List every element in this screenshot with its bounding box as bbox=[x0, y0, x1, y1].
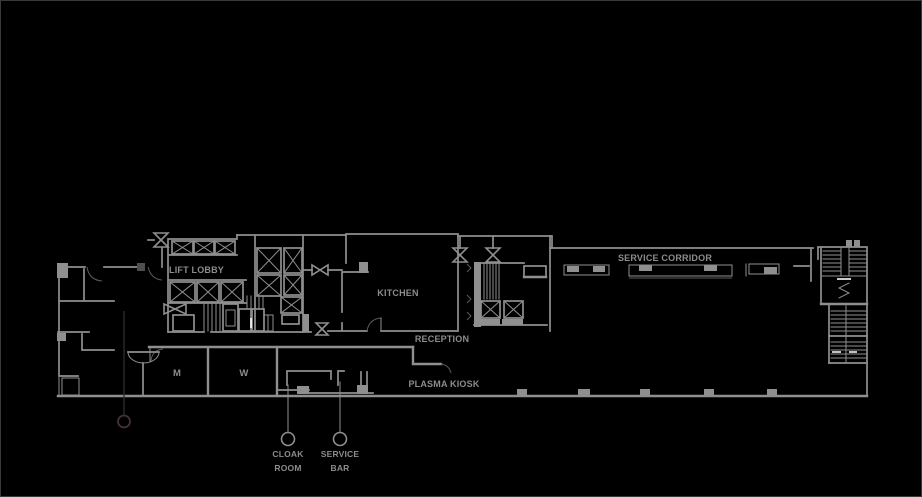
plasma-kiosk-label: PLASMA KIOSK bbox=[408, 379, 479, 389]
cloak-room-label: ROOM bbox=[274, 463, 301, 473]
lift-shaft-icon bbox=[214, 240, 236, 255]
right-staircase bbox=[817, 240, 869, 397]
cloak-room-marker bbox=[280, 431, 296, 447]
restrooms bbox=[127, 345, 415, 397]
lift-shaft-icon bbox=[169, 281, 196, 303]
door-icon bbox=[484, 247, 502, 263]
left-rooms-walls bbox=[57, 247, 163, 397]
lift-shaft-icon bbox=[256, 274, 282, 297]
service-corridor bbox=[549, 247, 819, 282]
dark-marker bbox=[117, 414, 131, 429]
stair-treads bbox=[830, 341, 868, 359]
kitchen-walls bbox=[327, 233, 459, 332]
reception-corridor bbox=[451, 235, 553, 332]
lift-shaft-icon bbox=[220, 281, 244, 303]
stair-treads bbox=[203, 303, 221, 332]
central-lift-bank bbox=[236, 234, 347, 336]
service-bar-marker bbox=[332, 431, 348, 447]
lift-lobby bbox=[147, 232, 312, 333]
kitchen-label: KITCHEN bbox=[377, 288, 418, 298]
column bbox=[704, 389, 714, 396]
stair-direction-arrow bbox=[837, 282, 851, 299]
door-icon bbox=[311, 263, 329, 277]
lift-shaft-icon bbox=[196, 281, 220, 303]
cloak-service-alcove bbox=[276, 345, 452, 394]
lift-shaft-icon bbox=[193, 240, 215, 255]
column bbox=[767, 389, 777, 396]
service-bar-label: BAR bbox=[330, 463, 349, 473]
womens-room-label: W bbox=[239, 368, 248, 379]
column bbox=[517, 389, 527, 396]
lift-shaft-icon bbox=[283, 247, 303, 274]
column bbox=[640, 389, 650, 396]
lift-lobby-label: LIFT LOBBY bbox=[169, 265, 224, 275]
lift-shaft-icon bbox=[480, 300, 501, 319]
lift-shaft-icon bbox=[280, 296, 303, 314]
door-icon bbox=[152, 232, 170, 248]
door-icon bbox=[163, 302, 187, 316]
lift-shaft-icon bbox=[503, 300, 524, 319]
callouts bbox=[117, 311, 348, 447]
service-corridor-label: SERVICE CORRIDOR bbox=[618, 253, 712, 263]
service-lift-bank bbox=[479, 262, 548, 325]
service-bar-label: SERVICE bbox=[321, 449, 360, 459]
door-icon bbox=[451, 247, 469, 263]
door-icon bbox=[314, 322, 330, 336]
lift-shaft-icon bbox=[256, 247, 282, 274]
counter bbox=[523, 265, 547, 278]
perimeter-walls bbox=[56, 389, 869, 398]
hatch-lines bbox=[483, 262, 500, 300]
cloak-room-label: CLOAK bbox=[272, 449, 304, 459]
table bbox=[563, 264, 610, 276]
stair-treads bbox=[822, 250, 842, 272]
stair-treads bbox=[830, 310, 868, 332]
stair-treads bbox=[848, 250, 868, 272]
labels: LIFT LOBBY KITCHEN RECEPTION SERVICE COR… bbox=[169, 253, 712, 473]
lift-shaft-icon bbox=[171, 240, 194, 255]
column bbox=[578, 389, 590, 396]
table bbox=[628, 264, 733, 279]
lift-shaft-icon bbox=[283, 274, 303, 296]
mens-room-label: M bbox=[173, 368, 181, 379]
reception-label: RECEPTION bbox=[415, 334, 469, 344]
table bbox=[745, 263, 780, 277]
